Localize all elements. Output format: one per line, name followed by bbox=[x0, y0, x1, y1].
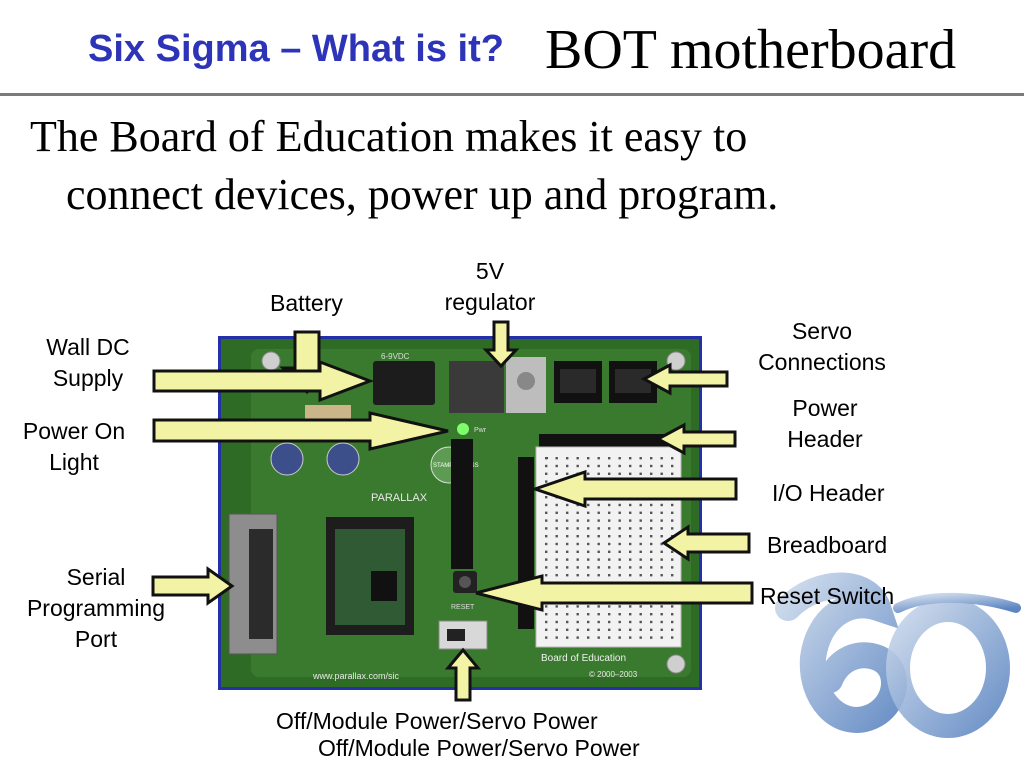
label-power-header: Power Header bbox=[770, 393, 880, 455]
serial-arrow bbox=[151, 566, 235, 606]
label-serial-line1: Serial bbox=[66, 564, 126, 590]
label-serial-line3: Port bbox=[74, 626, 118, 652]
regulator-arrow bbox=[482, 320, 520, 369]
board-name-text: Board of Education bbox=[541, 653, 626, 664]
board-pwr-text: Pwr bbox=[474, 427, 487, 434]
power-header-arrow bbox=[654, 422, 737, 456]
label-wall-dc-line1: Wall DC bbox=[46, 334, 130, 360]
wall-dc-arrow bbox=[152, 359, 375, 403]
body-line-2: connect devices, power up and program. bbox=[66, 170, 779, 219]
breadboard-arrow bbox=[661, 524, 751, 562]
body-line-1: The Board of Education makes it easy to bbox=[30, 112, 748, 161]
io-header-arrow bbox=[530, 469, 738, 509]
off-module-arrow bbox=[444, 647, 482, 702]
label-wall-dc-line2: Supply bbox=[52, 365, 124, 391]
board-url-text: www.parallax.com/sic bbox=[312, 671, 400, 681]
label-power-on-line2: Light bbox=[49, 449, 99, 475]
label-power-header-line1: Power bbox=[792, 395, 858, 421]
label-servo-line2: Connections bbox=[758, 349, 886, 375]
label-servo: Servo Connections bbox=[740, 316, 904, 378]
label-off-module-2: Off/Module Power/Servo Power bbox=[318, 735, 640, 761]
label-regulator: 5V regulator bbox=[440, 256, 540, 318]
title-divider bbox=[0, 93, 1024, 96]
header-title: Six Sigma – What is it? bbox=[88, 28, 504, 70]
six-sigma-watermark bbox=[775, 572, 1021, 738]
label-reset-switch: Reset Switch bbox=[760, 583, 895, 609]
label-breadboard: Breadboard bbox=[767, 532, 888, 558]
power-on-arrow bbox=[152, 411, 449, 451]
board-copyright-text: © 2000–2003 bbox=[589, 670, 638, 679]
label-serial-line2: Programming bbox=[26, 595, 166, 621]
label-off-module-1: Off/Module Power/Servo Power bbox=[276, 708, 598, 734]
board-reset-text: RESET bbox=[451, 604, 475, 611]
servo-arrow bbox=[640, 362, 729, 396]
svg-text:6-9VDC: 6-9VDC bbox=[381, 352, 410, 361]
label-io-header: I/O Header bbox=[772, 480, 885, 506]
label-battery: Battery bbox=[270, 290, 343, 316]
label-serial: Serial Programming Port bbox=[20, 562, 172, 655]
label-power-on: Power On Light bbox=[10, 416, 138, 478]
label-regulator-line1: 5V bbox=[475, 258, 505, 284]
label-power-on-line1: Power On bbox=[22, 418, 126, 444]
slide-title: BOT motherboard bbox=[545, 19, 957, 81]
body-text: The Board of Education makes it easy to … bbox=[30, 108, 990, 224]
label-power-header-line2: Header bbox=[787, 426, 863, 452]
board-brand-text: PARALLAX bbox=[371, 492, 428, 504]
label-regulator-line2: regulator bbox=[444, 289, 536, 315]
label-wall-dc: Wall DC Supply bbox=[28, 332, 148, 394]
label-servo-line1: Servo bbox=[791, 318, 853, 344]
reset-arrow bbox=[475, 574, 754, 612]
